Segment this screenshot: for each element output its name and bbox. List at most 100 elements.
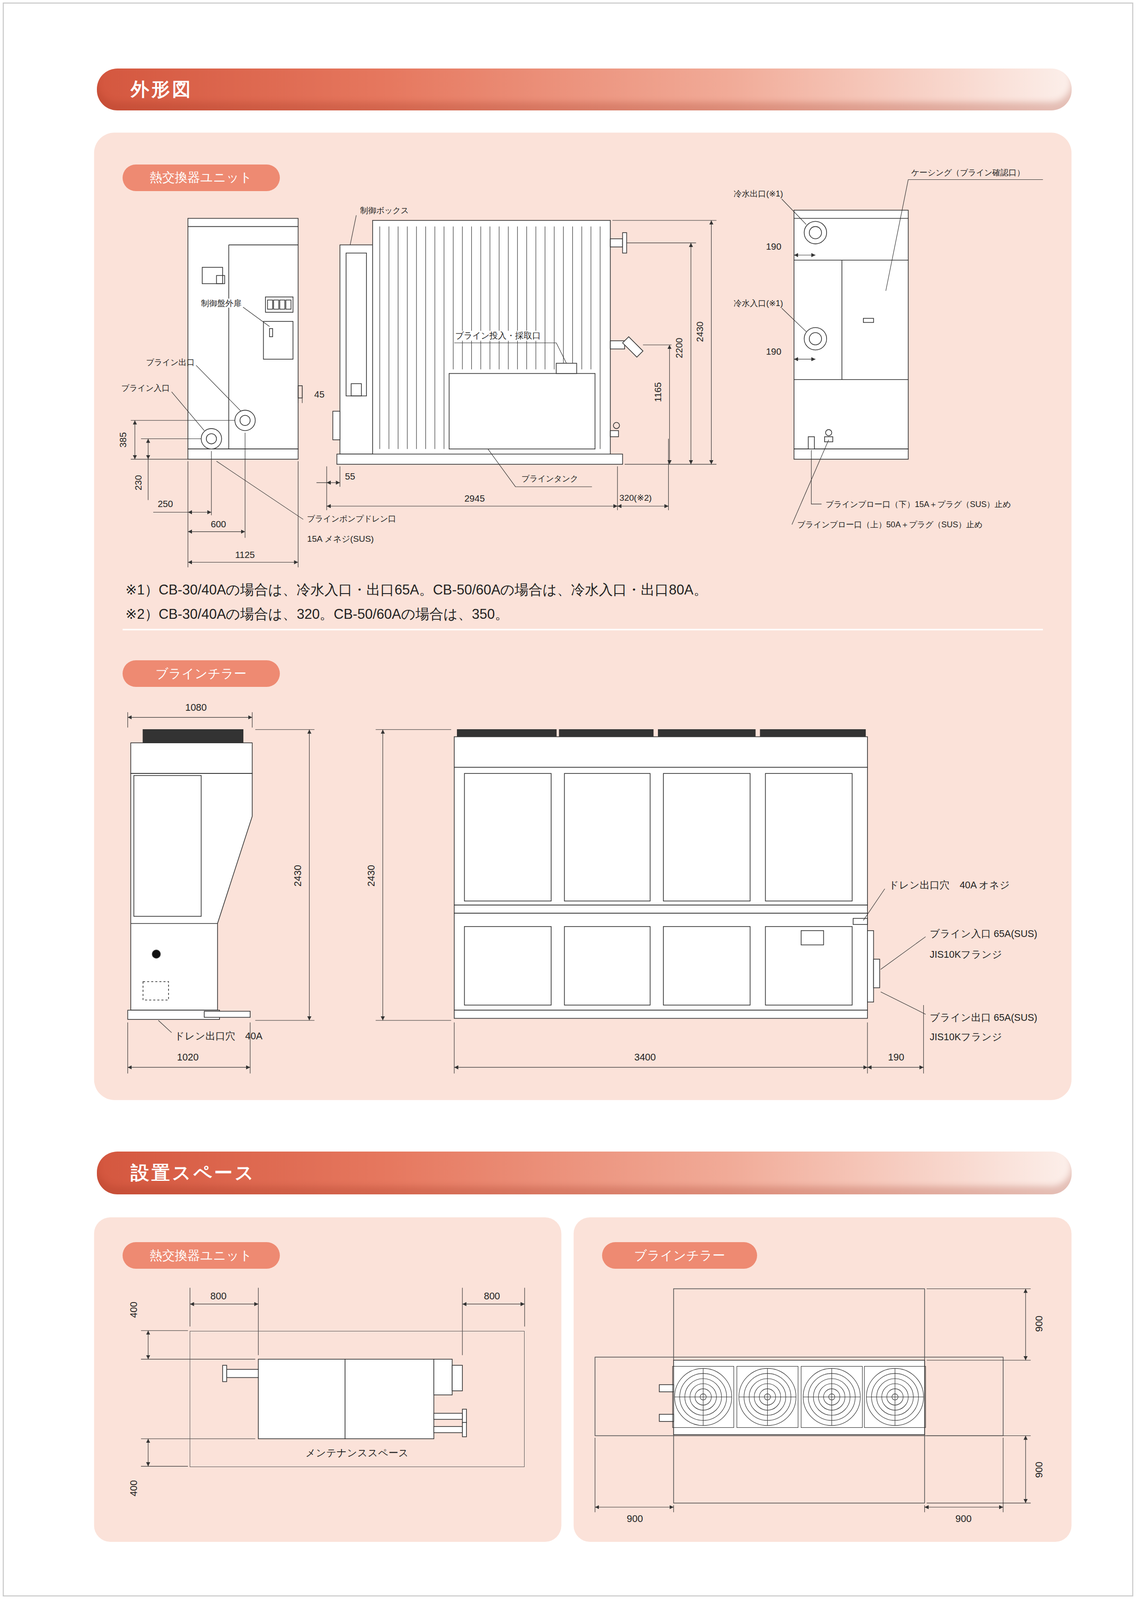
dimension-line [867, 1067, 924, 1068]
part-label: ドレン出口穴 40A [173, 1030, 264, 1042]
heat-exchanger-front-view [239, 415, 251, 426]
dimension-value: 2200 [674, 337, 685, 360]
page-frame [3, 3, 1133, 1596]
heat-exchanger-right-view [794, 218, 909, 380]
section-heading-band: 外形図 [96, 68, 1072, 111]
chiller-plan-view [672, 1366, 734, 1428]
part-label: ブライン投入・採取口 [454, 330, 542, 341]
subheading-pill: ブラインチラー [122, 660, 280, 687]
chiller-plan-view [739, 1368, 797, 1426]
heat-exchanger-side-view [556, 363, 577, 374]
chiller-side-view [152, 949, 161, 959]
heat-exchanger-right-view [794, 210, 909, 459]
heat-exchanger-side-view [452, 226, 454, 370]
part-label: ブラインポンプドレン口 [305, 513, 398, 524]
part-label: ブライン入口 [120, 383, 171, 393]
dimension-value: 400 [127, 1479, 140, 1498]
separator [122, 628, 1043, 631]
extension-line [298, 387, 303, 403]
unit-plan-view [452, 1365, 463, 1391]
heat-exchanger-front-view [234, 410, 256, 431]
part-label: 冷水入口(※1) [732, 298, 784, 308]
subheading-pill: ブラインチラー [602, 1242, 758, 1269]
dimension-value: 2945 [463, 493, 486, 505]
heat-exchanger-side-view [434, 226, 435, 450]
chiller-side-view [130, 742, 252, 774]
chiller-plan-view [803, 1368, 861, 1426]
dimension-line [1025, 1435, 1026, 1503]
heat-exchanger-side-view [339, 244, 373, 454]
heat-exchanger-side-view [563, 226, 564, 370]
dimension-line [147, 1330, 149, 1359]
dimension-line [148, 1303, 525, 1466]
chiller-plan-view [672, 1366, 734, 1428]
leader-line [171, 179, 1043, 525]
part-label: ブラインブロー口（下）15A＋プラグ（SUS）止め [824, 499, 1012, 509]
dimension-value: 1165 [652, 381, 664, 403]
chiller-side-view [130, 773, 252, 1010]
heat-exchanger-side-view [480, 226, 481, 370]
heat-exchanger-side-view [333, 410, 341, 440]
dimension-value: 1020 [176, 1051, 200, 1064]
part-label: JIS10Kフランジ [928, 948, 1004, 960]
heat-exchanger-side-view [572, 226, 573, 370]
heat-exchanger-side-view [590, 226, 592, 370]
dimension-value: 190 [765, 241, 783, 252]
leader-line [781, 198, 807, 225]
extension-line [130, 420, 235, 460]
unit-plan-view [222, 1359, 467, 1439]
heat-exchanger-side-view [443, 226, 445, 450]
panel [94, 132, 1072, 1100]
dimension-line [1025, 1288, 1026, 1360]
extension-line [594, 1288, 1031, 1512]
heat-exchanger-side-view [425, 226, 426, 450]
heat-exchanger-front-view [279, 300, 285, 310]
chiller-plan-view [767, 1368, 768, 1426]
extension-line [127, 712, 252, 728]
heat-exchanger-side-view [388, 226, 389, 450]
dimension-value: 385 [118, 431, 129, 449]
heat-exchanger-side-view [610, 430, 619, 437]
extension-line [127, 712, 924, 1074]
heat-exchanger-front-view [263, 321, 294, 360]
heat-exchanger-side-view [610, 238, 623, 247]
chiller-front-view [564, 926, 650, 1005]
chiller-front-view [454, 767, 868, 906]
chiller-front-view [765, 773, 852, 901]
heat-exchanger-front-view [206, 433, 217, 444]
dimension-line [690, 242, 692, 465]
heat-exchanger-side-view [581, 226, 582, 370]
leader-line [791, 439, 829, 525]
chiller-side-view [133, 775, 201, 917]
part-label: ブラインブロー口（上）50A＋プラグ（SUS）止め [796, 520, 984, 530]
chiller-front-view [454, 729, 880, 1019]
dimension-line [127, 1067, 251, 1068]
chiller-front-view [464, 926, 552, 1005]
leader-line [863, 888, 886, 921]
chiller-front-view [454, 904, 868, 914]
heat-exchanger-side-view [346, 252, 367, 396]
unit-plan-view [433, 1413, 463, 1420]
heat-exchanger-side-view [489, 226, 491, 370]
chiller-plan-view [831, 1368, 832, 1426]
dimension-value: 250 [156, 498, 174, 510]
chiller-plan-view [894, 1368, 895, 1426]
subheading-pill: 熱交換器ユニット [122, 164, 280, 192]
dimension-value: 800 [209, 1290, 228, 1302]
leader-line [885, 179, 1044, 291]
chiller-plan-view [864, 1366, 926, 1428]
extension-line [454, 1004, 924, 1074]
dimension-line [454, 1067, 868, 1068]
heat-exchanger-front-view [269, 328, 273, 337]
heading-text: 熱交換器ユニット [149, 1246, 253, 1265]
panel [573, 1217, 1072, 1542]
dimension-line [326, 505, 618, 507]
chiller-front-view [454, 913, 868, 1010]
extension-line [130, 220, 717, 568]
leader-line [811, 449, 822, 504]
leader-line [880, 991, 926, 1015]
heat-exchanger-front-view [298, 385, 303, 398]
chiller-plan-view [674, 1368, 732, 1426]
leader-line [196, 365, 242, 412]
heat-exchanger-front-view [187, 218, 299, 450]
